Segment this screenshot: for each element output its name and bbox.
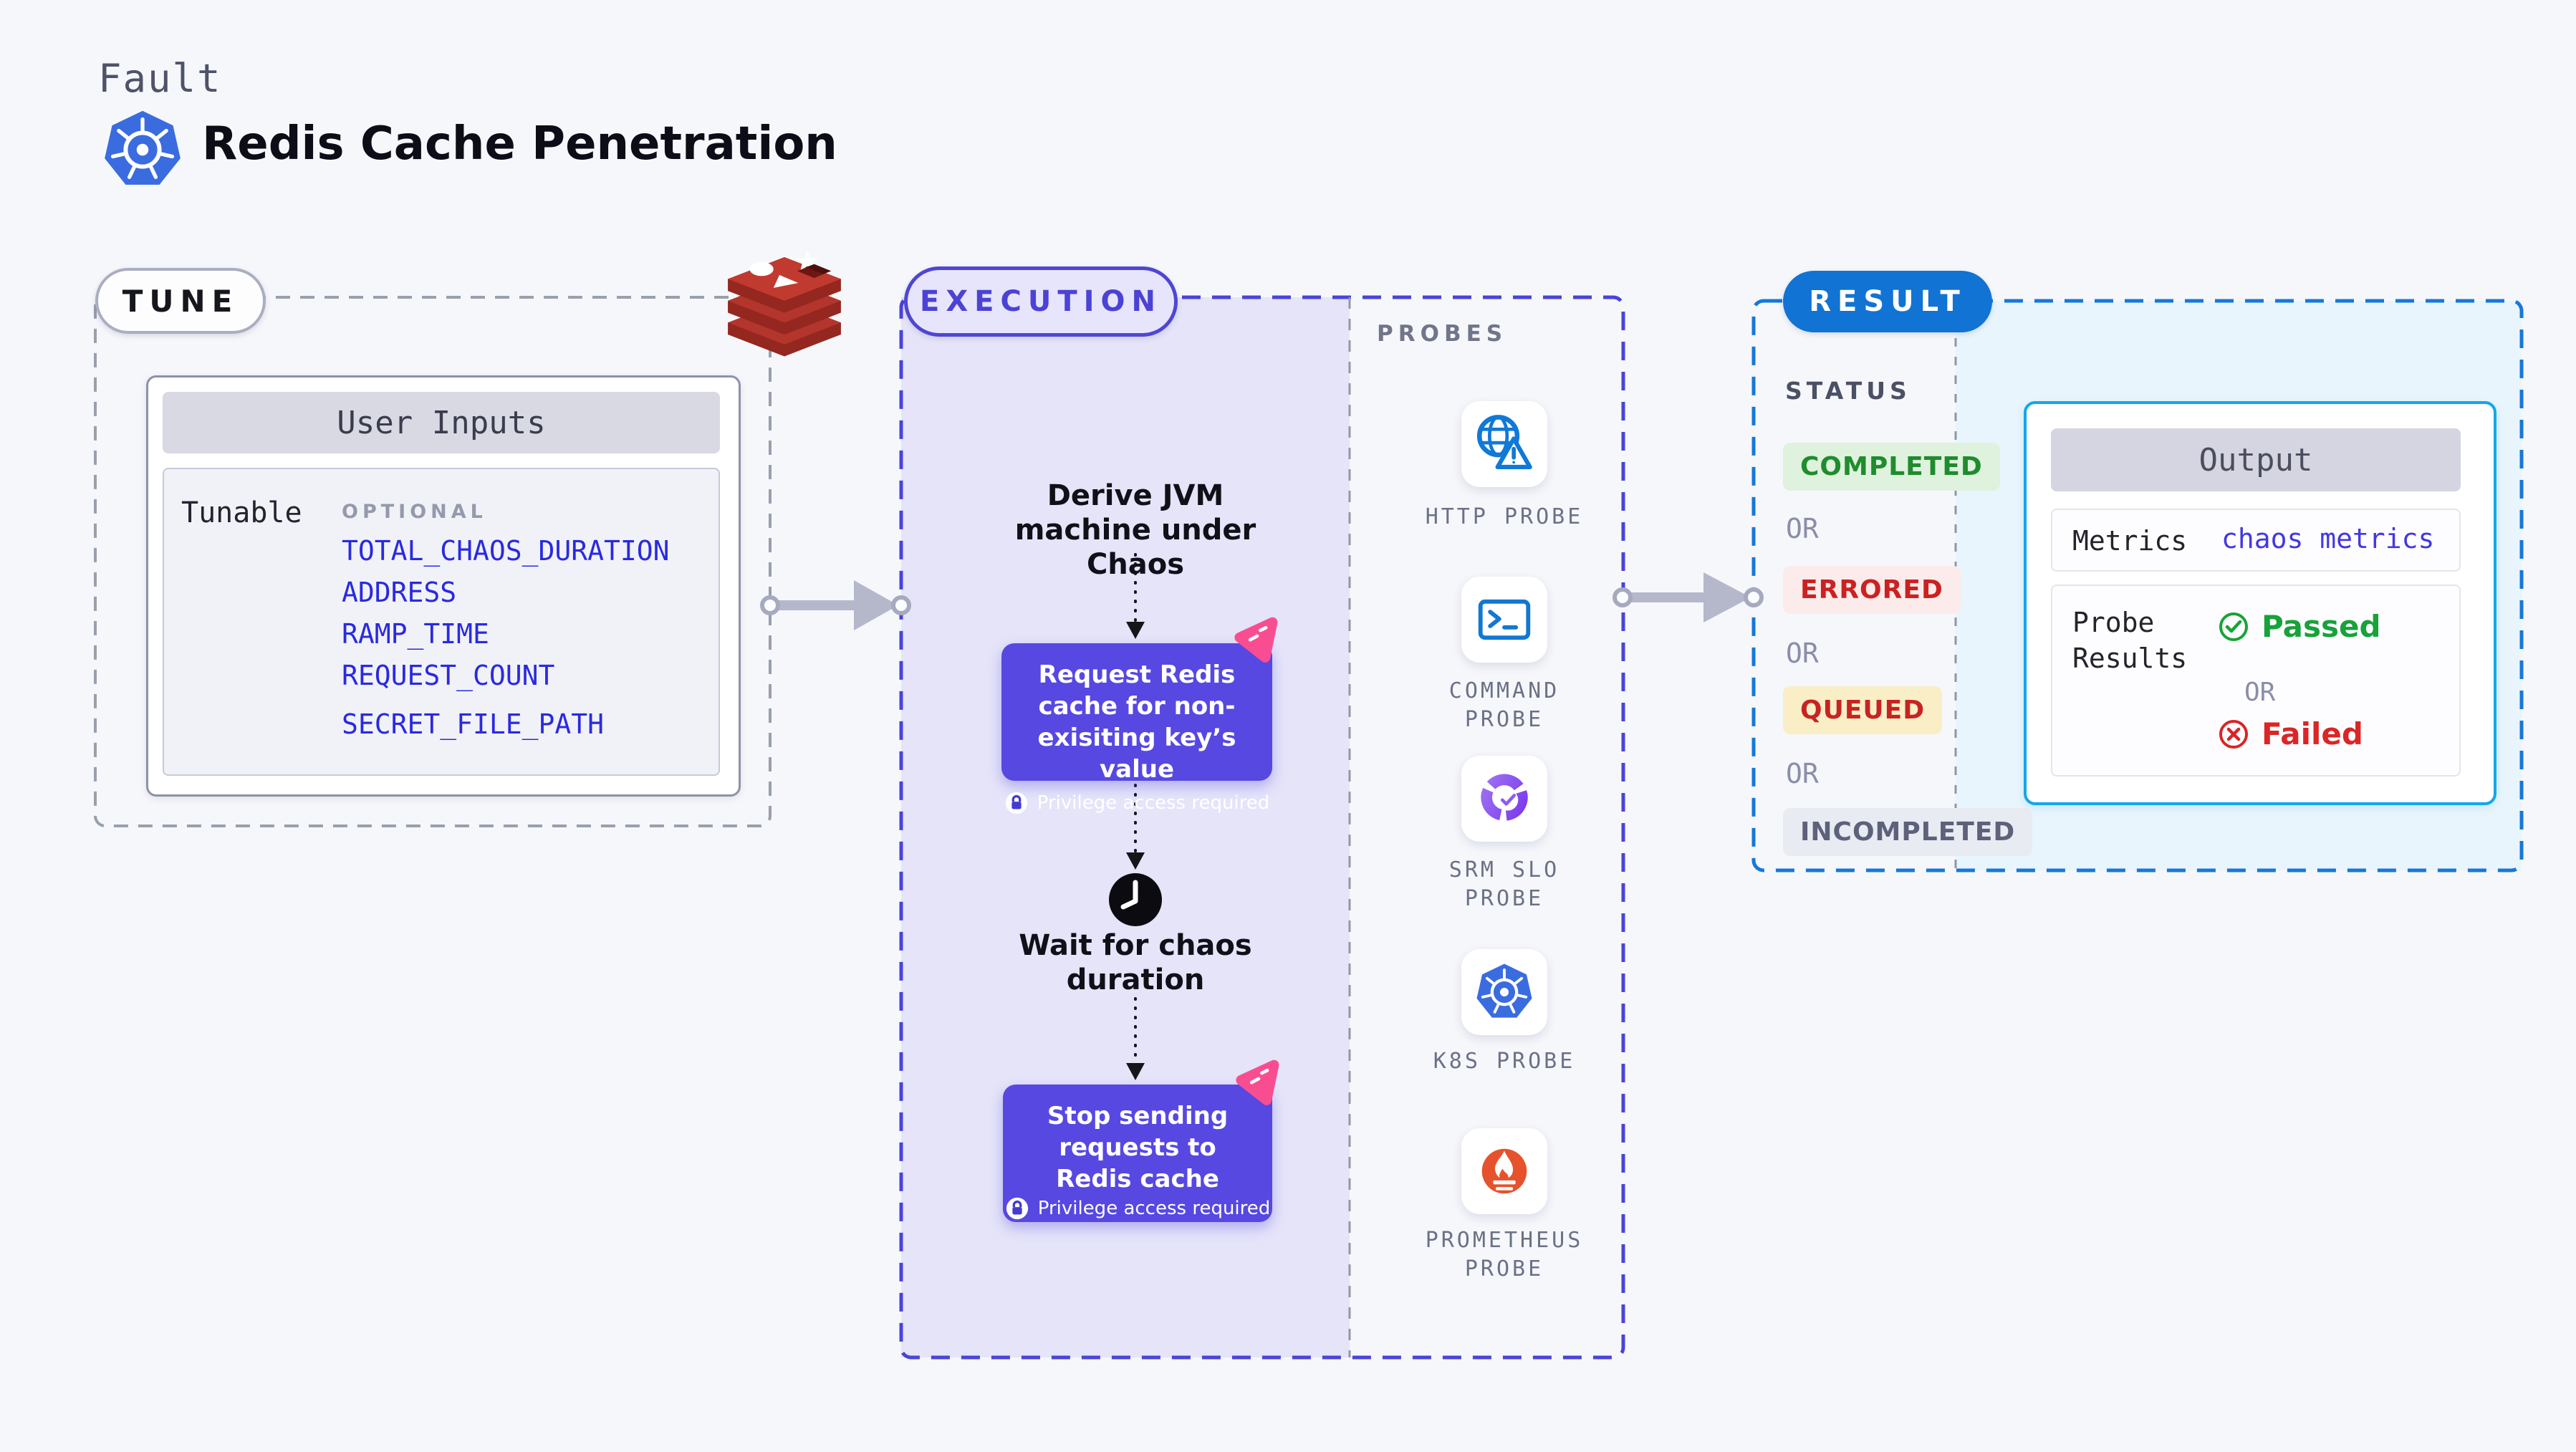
- probe-failed-result: Failed: [2217, 716, 2363, 751]
- metrics-value-link[interactable]: chaos metrics: [2221, 523, 2435, 554]
- status-heading: STATUS: [1785, 377, 1911, 405]
- user-inputs-card: User Inputs Tunable OPTIONAL TOTAL_CHAOS…: [146, 375, 741, 797]
- chaos-pink-icon: [1236, 1059, 1279, 1105]
- command-probe-label: COMMAND PROBE: [1448, 678, 1560, 732]
- srm-slo-probe-card: [1461, 756, 1547, 842]
- status-badge-queued: QUEUED: [1783, 686, 1943, 734]
- page-title: Redis Cache Penetration: [202, 117, 837, 170]
- status-badge-errored: ERRORED: [1783, 566, 1961, 614]
- srm-slo-probe-label: SRM SLO PROBE: [1448, 857, 1560, 911]
- arrow-tune-to-execution: [760, 580, 911, 630]
- status-badge-incompleted: INCOMPLETED: [1783, 808, 2033, 856]
- http-probe-label: HTTP PROBE: [1425, 504, 1584, 529]
- lock-icon: [1006, 1197, 1028, 1220]
- input-secret-file-path[interactable]: SECRET_FILE_PATH: [342, 708, 605, 740]
- or-separator: OR: [1786, 638, 1819, 669]
- result-dashed-box: [1751, 299, 2524, 872]
- input-ramp-time[interactable]: RAMP_TIME: [342, 618, 489, 650]
- globe-warning-icon: [1476, 415, 1532, 470]
- output-title: Output: [2051, 428, 2461, 491]
- x-circle-icon: [2219, 719, 2248, 749]
- http-probe-card: [1461, 401, 1547, 487]
- kubernetes-icon: [105, 110, 181, 185]
- metrics-label: Metrics: [2072, 525, 2188, 557]
- redis-icon: [728, 250, 841, 357]
- request-redis-action-label: Request Redis cache for non-exisiting ke…: [1037, 660, 1236, 784]
- tune-pill: TUNE: [95, 268, 266, 334]
- status-badge-completed: COMPLETED: [1783, 443, 2000, 491]
- metrics-row: Metrics chaos metrics: [2051, 509, 2461, 572]
- optional-group-label: OPTIONAL: [342, 501, 487, 523]
- or-separator: OR: [1786, 758, 1819, 789]
- result-pill: RESULT: [1783, 271, 1992, 332]
- lock-icon: [1005, 792, 1027, 814]
- kubernetes-icon: [1476, 963, 1532, 1018]
- prometheus-probe-card: [1461, 1128, 1547, 1214]
- check-circle-icon: [2219, 612, 2248, 641]
- probe-results-label: Probe Results: [2072, 607, 2188, 674]
- flow-arrowheads: [1126, 622, 1145, 1080]
- terminal-icon: [1478, 599, 1531, 640]
- failed-label: Failed: [2262, 716, 2363, 751]
- arrow-execution-to-result: [1613, 572, 1764, 622]
- prometheus-icon: [1481, 1148, 1527, 1194]
- derive-step-label: Derive JVM machine under Chaos: [1014, 479, 1256, 581]
- chaos-pink-icon: [1234, 617, 1278, 663]
- prometheus-probe-label: PROMETHEUS PROBE: [1425, 1228, 1584, 1282]
- request-redis-action-box: Request Redis cache for non-exisiting ke…: [1001, 643, 1272, 814]
- input-address[interactable]: ADDRESS: [342, 577, 457, 608]
- or-separator: OR: [1786, 513, 1819, 544]
- passed-label: Passed: [2262, 609, 2381, 644]
- tunable-row-label: Tunable: [181, 496, 302, 529]
- fault-kicker: Fault: [98, 56, 222, 101]
- k8s-probe-label: K8S PROBE: [1433, 1049, 1576, 1074]
- stop-requests-action-label: Stop sending requests to Redis cache: [1047, 1102, 1229, 1193]
- execution-dashed-box: [899, 295, 1625, 1360]
- input-request-count[interactable]: REQUEST_COUNT: [342, 660, 555, 691]
- probes-panel-label: PROBES: [1377, 321, 1508, 347]
- probe-results-row: Probe Results Passed OR Failed: [2051, 585, 2461, 777]
- user-inputs-title: User Inputs: [163, 392, 720, 453]
- slo-donut-check-icon: [1481, 774, 1528, 821]
- probe-passed-result: Passed: [2217, 609, 2381, 644]
- stop-requests-action-box: Stop sending requests to Redis cache Pri…: [1003, 1085, 1272, 1222]
- k8s-probe-card: [1461, 949, 1547, 1035]
- privilege-note: Privilege access required: [1037, 792, 1270, 814]
- execution-pill: EXECUTION: [904, 266, 1178, 337]
- tune-dashed-box: [94, 296, 772, 827]
- input-total-chaos-duration[interactable]: TOTAL_CHAOS_DURATION: [342, 535, 670, 567]
- wait-step-label: Wait for chaos duration: [1019, 929, 1252, 996]
- output-card: Output Metrics chaos metrics Probe Resul…: [2024, 401, 2496, 805]
- privilege-note: Privilege access required: [1037, 1198, 1271, 1219]
- command-probe-card: [1461, 577, 1547, 663]
- or-separator: OR: [2244, 678, 2276, 707]
- user-inputs-body: Tunable OPTIONAL TOTAL_CHAOS_DURATION AD…: [163, 468, 720, 776]
- clock-icon: [1109, 873, 1162, 926]
